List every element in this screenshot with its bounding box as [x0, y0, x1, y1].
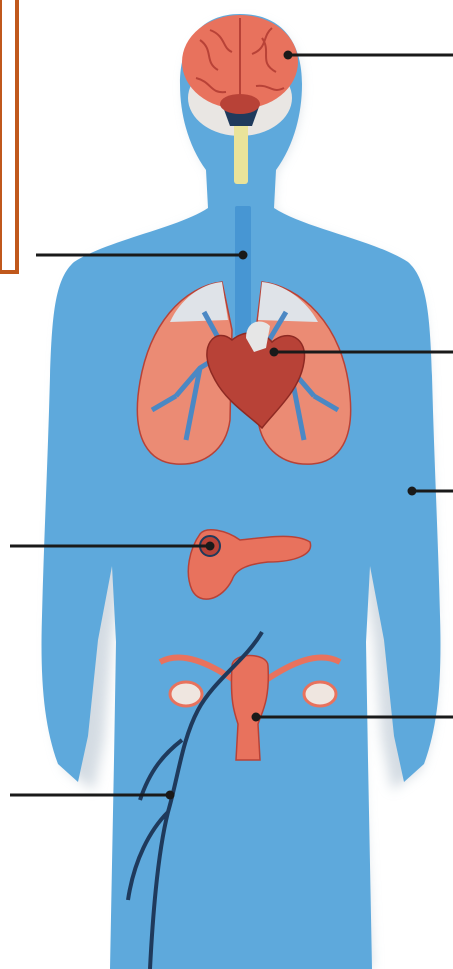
- label-frame: [0, 0, 17, 272]
- pointer-dot-body: [408, 487, 417, 496]
- pointer-dot-heart: [270, 348, 279, 357]
- pointer-dot-pancreas: [206, 542, 215, 551]
- pointer-dot-nerve: [166, 791, 175, 800]
- pointer-dot-uterus: [252, 713, 261, 722]
- pointer-dot-trachea: [239, 251, 248, 260]
- pointer-dot-brain: [284, 51, 293, 60]
- trachea-icon: [235, 206, 251, 336]
